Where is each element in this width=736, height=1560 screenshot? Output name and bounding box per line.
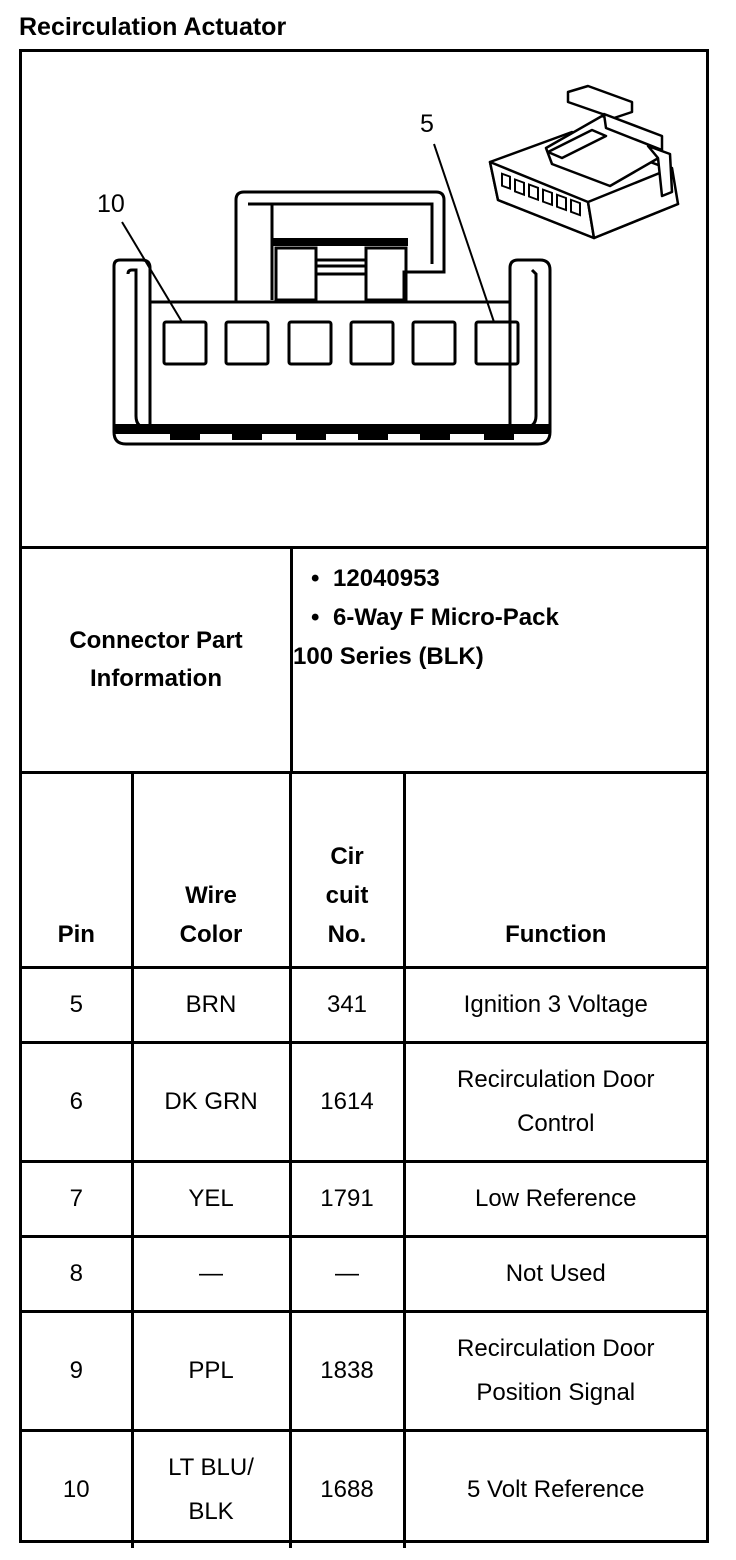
connector-description: 6-Way F Micro-Pack (333, 604, 559, 631)
pin-cell: 6 (22, 1041, 134, 1163)
callout-pin-5: 5 (420, 110, 434, 138)
pin-cell: 7 (22, 1160, 134, 1238)
function-cell: Low Reference (402, 1160, 706, 1238)
wire-color-cell: PPL (130, 1310, 292, 1432)
table-row: 9 PPL 1838 Recirculation Door Position S… (22, 1310, 706, 1432)
pin-cell: 9 (22, 1310, 134, 1432)
wire-color-cell: BRN (130, 966, 292, 1044)
pinout-table: Pin Wire Color Cir cuit No. Function 5 B… (22, 774, 706, 1548)
connector-info-label: Connector Part Information (22, 549, 293, 771)
part-number: 12040953 (333, 565, 440, 592)
header-circuit: Cir cuit No. (288, 774, 406, 969)
table-row: 8 — — Not Used (22, 1235, 706, 1313)
circuit-cell: 1838 (288, 1310, 406, 1432)
table-header-row: Pin Wire Color Cir cuit No. Function (22, 774, 706, 969)
callout-pin-10: 10 (97, 190, 125, 218)
description-line: • 6-Way F Micro-Pack (293, 598, 693, 637)
table-row: 7 YEL 1791 Low Reference (22, 1160, 706, 1238)
part-number-line: • 12040953 (293, 559, 693, 598)
circuit-cell: 1688 (288, 1429, 406, 1548)
circuit-cell: 1791 (288, 1160, 406, 1238)
bullet-icon: • (311, 604, 320, 631)
circuit-cell: 1614 (288, 1041, 406, 1163)
table-row: 6 DK GRN 1614 Recirculation Door Control (22, 1041, 706, 1163)
header-pin: Pin (22, 774, 134, 969)
page-title: Recirculation Actuator (19, 13, 287, 41)
header-function: Function (402, 774, 706, 969)
connector-info-row: Connector Part Information • 12040953 • … (22, 549, 706, 774)
connector-diagram: 10 5 (22, 52, 706, 549)
function-cell: Recirculation Door Control (402, 1041, 706, 1163)
wire-color-cell: DK GRN (130, 1041, 292, 1163)
bullet-icon: • (311, 565, 320, 592)
function-cell: Recirculation Door Position Signal (402, 1310, 706, 1432)
pin-cell: 5 (22, 966, 134, 1044)
pin-cell: 10 (22, 1429, 134, 1548)
header-wire-color: Wire Color (130, 774, 292, 969)
connector-face-drawing: 10 5 (97, 84, 680, 446)
circuit-cell: 341 (288, 966, 406, 1044)
table-row: 10 LT BLU/ BLK 1688 5 Volt Reference (22, 1429, 706, 1548)
wire-color-cell: — (130, 1235, 292, 1313)
connector-info-label-text: Connector Part Information (69, 627, 243, 692)
pin-cell: 8 (22, 1235, 134, 1313)
function-cell: Ignition 3 Voltage (402, 966, 706, 1044)
wire-color-cell: YEL (130, 1160, 292, 1238)
function-cell: 5 Volt Reference (402, 1429, 706, 1548)
circuit-cell: — (288, 1235, 406, 1313)
wire-color-cell: LT BLU/ BLK (130, 1429, 292, 1548)
table-row: 5 BRN 341 Ignition 3 Voltage (22, 966, 706, 1044)
connector-series: 100 Series (BLK) (293, 643, 484, 670)
connector-info-value: • 12040953 • 6-Way F Micro-Pack 100 Seri… (293, 559, 693, 676)
function-cell: Not Used (402, 1235, 706, 1313)
connector-card: 10 5 Connector Part Information • 120409… (19, 49, 709, 1548)
